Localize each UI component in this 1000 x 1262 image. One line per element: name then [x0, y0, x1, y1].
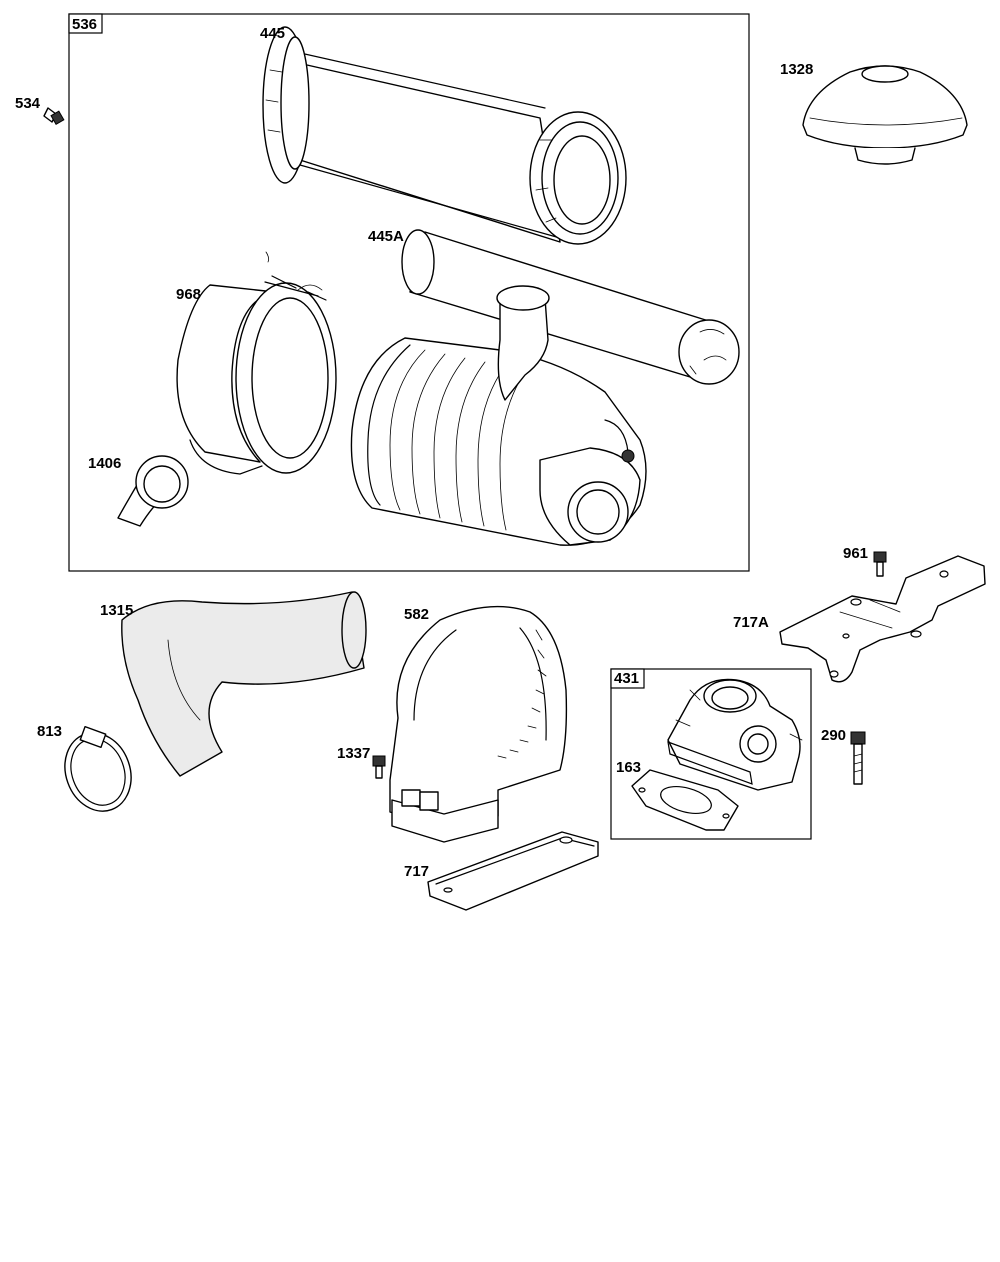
part-445-filter-element [262, 26, 627, 245]
part-163-gasket [631, 769, 739, 831]
part-445A-safety-element [401, 229, 740, 385]
part-1406-elbow [117, 455, 189, 527]
callout-1337: 1337 [337, 745, 370, 762]
callout-813: 813 [37, 723, 62, 740]
callout-290: 290 [821, 727, 846, 744]
callout-717: 717 [404, 863, 429, 880]
callout-582: 582 [404, 606, 429, 623]
part-534-bolt [43, 107, 65, 126]
assembly-box-536 [68, 13, 750, 572]
callout-445: 445 [260, 25, 285, 42]
callout-717A: 717A [733, 614, 769, 631]
part-1315-hose [121, 591, 367, 777]
part-air-cleaner-body [350, 285, 647, 546]
part-968-cover [176, 251, 337, 475]
callout-534: 534 [15, 95, 41, 112]
callout-1406: 1406 [88, 455, 121, 472]
callout-968: 968 [176, 286, 201, 303]
part-1328-precleaner-cap [802, 65, 968, 165]
part-717A-bracket [779, 555, 986, 683]
part-961-bolt [873, 551, 887, 577]
part-431-carburetor [667, 678, 803, 791]
part-813-clamp [64, 725, 132, 812]
part-717-tray-bracket [427, 831, 599, 911]
callout-445A: 445A [368, 228, 404, 245]
part-290-bolt [850, 731, 866, 785]
callout-1328: 1328 [780, 61, 813, 78]
assembly-tag-536 [68, 13, 103, 34]
callout-536: 536 [72, 16, 97, 33]
assembly-box-431 [610, 668, 812, 840]
assembly-tag-431 [610, 668, 645, 689]
callout-1315: 1315 [100, 602, 133, 619]
callout-163: 163 [616, 759, 641, 776]
callout-431: 431 [614, 670, 639, 687]
part-582-mounting-band [389, 605, 568, 843]
callout-961: 961 [843, 545, 868, 562]
part-1337-bolt [372, 755, 386, 779]
